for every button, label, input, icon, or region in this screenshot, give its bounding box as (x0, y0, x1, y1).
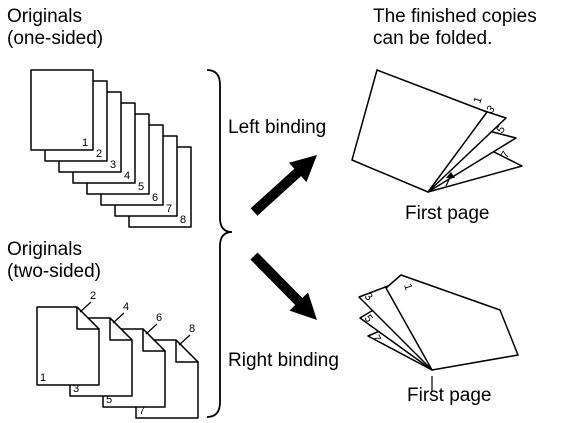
two-sided-front-number: 7 (139, 405, 145, 417)
one-sided-page (30, 69, 94, 151)
page-corner-fold (175, 339, 199, 363)
one-sided-page-number: 3 (110, 159, 116, 171)
two-sided-back-number: 6 (156, 312, 162, 324)
two-sided-front-number: 5 (106, 394, 112, 406)
first-page-label-top: First page (405, 203, 490, 224)
one-sided-page-number: 4 (124, 170, 130, 182)
one-sided-page-number: 6 (152, 192, 158, 204)
first-page-pointer-head (446, 172, 455, 178)
two-sided-originals-stack: 8 7 6 5 4 3 2 1 (36, 290, 199, 419)
page-corner-fold (76, 306, 100, 330)
brace-path (206, 69, 233, 418)
first-page-label-bottom: First page (407, 385, 492, 406)
two-sided-front-number: 1 (40, 372, 46, 384)
one-sided-page-number: 1 (82, 137, 88, 149)
two-sided-front-number: 3 (73, 383, 79, 395)
one-sided-page-number: 2 (96, 148, 102, 160)
up-right-arrow (250, 155, 317, 216)
two-sided-back-number: 2 (90, 290, 96, 302)
one-sided-page-number: 7 (166, 203, 172, 215)
down-right-arrow (250, 252, 317, 320)
originals-one-sided-title: Originals (one-sided) (7, 6, 104, 49)
direction-arrows (250, 155, 317, 320)
two-sided-back-number: 4 (123, 301, 129, 313)
curly-brace (206, 69, 233, 418)
left-bound-page-number: 5 (495, 124, 508, 136)
one-sided-page-number: 5 (138, 181, 144, 193)
back-number-leader (79, 301, 92, 313)
page-corner-fold (109, 317, 133, 341)
right-binding-label: Right binding (228, 350, 339, 371)
back-number-leader (178, 334, 191, 346)
right-bound-page-number: 5 (362, 313, 375, 325)
right-bound-page-number: 1 (401, 282, 414, 292)
page-corner-fold (142, 328, 166, 352)
right-bound-page (385, 274, 519, 371)
finished-copies-note: The finished copies can be folded. (373, 6, 537, 49)
right-bound-page-number: 7 (369, 333, 382, 344)
back-number-leader (112, 312, 125, 324)
two-sided-back-number: 8 (189, 323, 195, 335)
left-bound-page-number: 1 (471, 95, 484, 105)
left-bound-page (351, 69, 488, 193)
originals-two-sided-title: Originals (two-sided) (7, 239, 101, 282)
back-number-leader (145, 323, 158, 335)
one-sided-page-number: 8 (180, 214, 186, 226)
left-bound-page-number: 7 (499, 149, 512, 160)
left-binding-label: Left binding (228, 117, 327, 138)
